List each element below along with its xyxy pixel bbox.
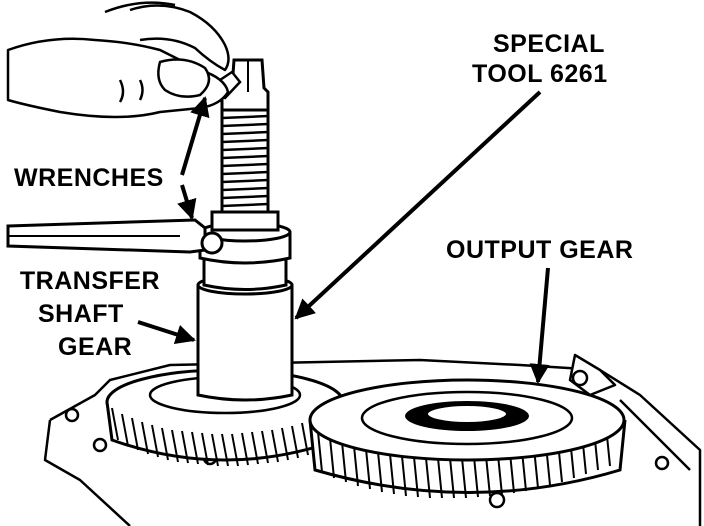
leader-arrows [137, 90, 550, 384]
transfer-shaft-gear-label-line-2: SHAFT [38, 300, 124, 328]
output-gear [308, 378, 627, 499]
special-tool-label-line-2: TOOL 6261 [472, 60, 608, 88]
wrenches-label: WRENCHES [14, 164, 164, 192]
special-tool-6261 [196, 58, 294, 402]
special-tool-label-line-1: SPECIAL [493, 30, 605, 58]
hand [6, 1, 230, 119]
transfer-shaft-gear-label-line-1: TRANSFER [19, 267, 160, 295]
transmission-case [43, 353, 702, 526]
transfer-shaft-gear-label-line-3: GEAR [58, 333, 133, 361]
output-gear-label: OUTPUT GEAR [446, 236, 634, 264]
